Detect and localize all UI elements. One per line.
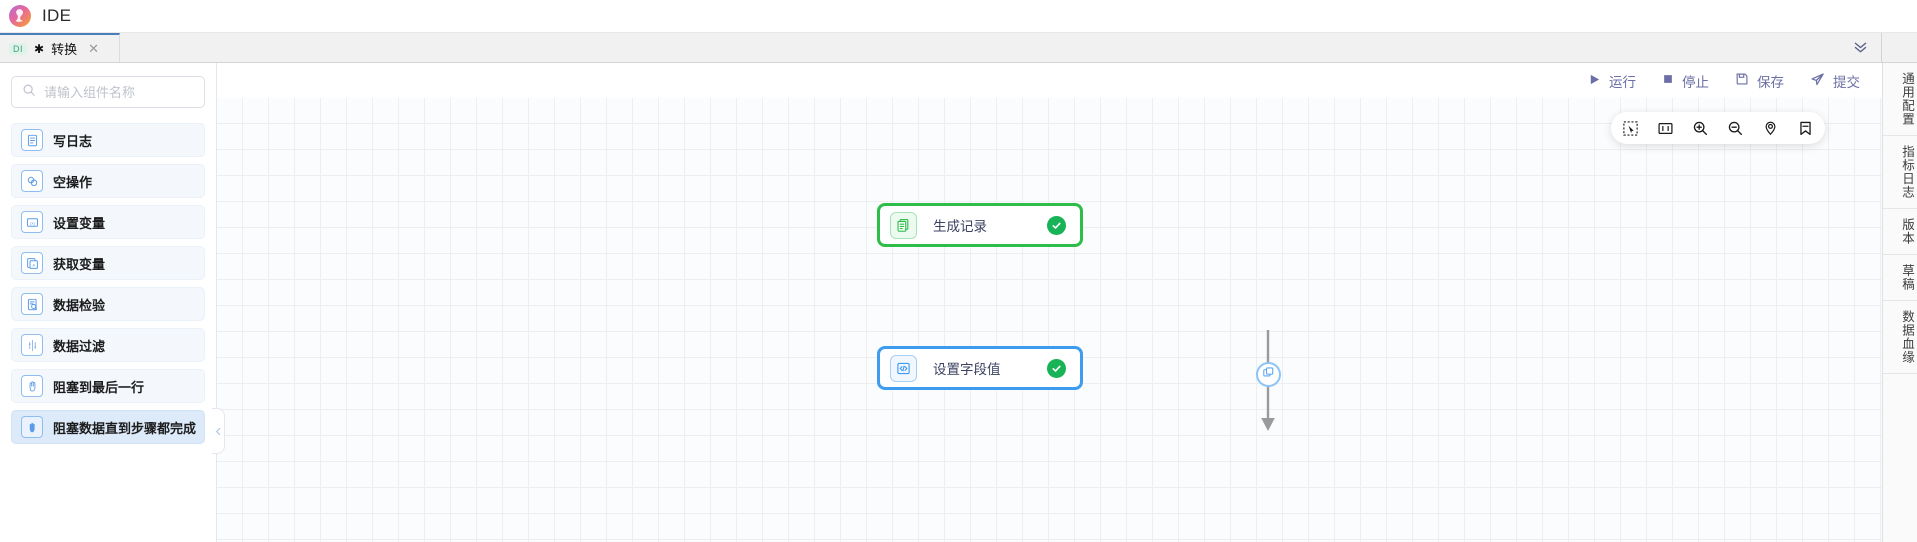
palette-item-block-until-steps-finish[interactable]: 阻塞数据直到步骤都完成 xyxy=(11,410,205,444)
tab-transform[interactable]: DI ✱ 转换 ✕ xyxy=(0,33,120,62)
rail-item-draft[interactable]: 草稿 xyxy=(1883,255,1917,301)
svg-text:(x): (x) xyxy=(30,220,35,225)
submit-button[interactable]: 提交 xyxy=(1810,71,1860,91)
palette-item-list: 写日志 空操作 (x) xyxy=(0,118,216,542)
stop-square-icon xyxy=(1662,73,1674,88)
palette-item-label: 阻塞数据直到步骤都完成 xyxy=(53,420,197,436)
document-a-icon: A xyxy=(21,252,43,274)
document-lines-icon xyxy=(21,129,43,151)
paper-plane-icon xyxy=(1810,72,1825,90)
palette-item-data-filter[interactable]: 数据过滤 xyxy=(11,328,205,362)
chevron-double-down-icon[interactable] xyxy=(1839,33,1881,62)
save-button[interactable]: 保存 xyxy=(1735,71,1784,91)
palette-item-no-op[interactable]: 空操作 xyxy=(11,164,205,198)
swirl-logo-icon xyxy=(8,4,32,28)
document-magnifier-icon xyxy=(21,293,43,315)
rail-item-general-config[interactable]: 通用配置 xyxy=(1883,63,1917,136)
palette-search-wrap xyxy=(0,63,216,118)
component-palette: 写日志 空操作 (x) xyxy=(0,63,225,542)
flow-canvas[interactable]: 生成记录 xyxy=(217,98,1882,542)
flow-node-set-field-value[interactable]: 设置字段值 xyxy=(877,346,1083,390)
tab-modified-indicator: ✱ xyxy=(34,41,45,56)
flow-node-generate-record[interactable]: 生成记录 xyxy=(877,203,1083,247)
code-brackets-icon xyxy=(890,354,917,382)
palette-item-write-log[interactable]: 写日志 xyxy=(11,123,205,157)
stop-button[interactable]: 停止 xyxy=(1662,71,1709,91)
check-circle-icon xyxy=(1047,358,1066,378)
submit-button-label: 提交 xyxy=(1833,74,1860,90)
search-box[interactable] xyxy=(11,76,205,108)
palette-item-label: 数据过滤 xyxy=(53,338,106,354)
fit-to-screen-icon[interactable] xyxy=(1655,118,1676,139)
hand-stop-icon xyxy=(21,375,43,397)
flow-node-label: 生成记录 xyxy=(933,219,987,234)
play-icon xyxy=(1588,73,1601,89)
palette-item-label: 写日志 xyxy=(53,133,93,149)
rail-item-version[interactable]: 版本 xyxy=(1883,209,1917,255)
palette-item-label: 数据检验 xyxy=(53,297,106,313)
palette-item-data-validation[interactable]: 数据检验 xyxy=(11,287,205,321)
palette-item-set-variable[interactable]: (x) 设置变量 xyxy=(11,205,205,239)
variable-box-icon: (x) xyxy=(21,211,43,233)
tab-bar: DI ✱ 转换 ✕ xyxy=(0,33,1917,63)
rail-item-data-lineage[interactable]: 数据血缘 xyxy=(1883,301,1917,374)
palette-item-label: 设置变量 xyxy=(53,215,106,231)
editor-area: 运行 停止 保存 xyxy=(217,63,1882,542)
close-icon[interactable]: ✕ xyxy=(88,40,99,56)
save-button-label: 保存 xyxy=(1757,74,1784,90)
main-body: 写日志 空操作 (x) xyxy=(0,63,1917,542)
palette-item-get-variable[interactable]: A 获取变量 xyxy=(11,246,205,280)
zoom-in-icon[interactable] xyxy=(1690,118,1711,139)
check-circle-icon xyxy=(1047,215,1066,235)
chevron-left-icon[interactable] xyxy=(212,408,225,454)
palette-item-label: 空操作 xyxy=(53,174,93,190)
action-toolbar: 运行 停止 保存 xyxy=(217,63,1882,98)
tab-bar-spacer xyxy=(120,33,1839,62)
filter-icon xyxy=(21,334,43,356)
tab-bar-rail-gap xyxy=(1882,33,1917,62)
search-icon xyxy=(22,83,36,102)
right-sidebar-rail: 通用配置 指标日志 版本 草稿 数据血缘 xyxy=(1882,63,1917,542)
tab-type-badge: DI xyxy=(9,42,27,55)
run-button[interactable]: 运行 xyxy=(1588,71,1636,91)
bookmark-minus-icon[interactable] xyxy=(1795,118,1816,139)
overlapping-circles-icon xyxy=(21,170,43,192)
palette-item-label: 阻塞到最后一行 xyxy=(53,379,145,395)
edge-badge[interactable] xyxy=(1256,362,1281,387)
canvas-toolbar xyxy=(1611,112,1825,144)
rail-item-metric-log[interactable]: 指标日志 xyxy=(1883,136,1917,209)
palette-item-label: 获取变量 xyxy=(53,256,106,272)
svg-text:A: A xyxy=(32,262,35,267)
title-bar: IDE xyxy=(0,0,1917,33)
floppy-save-icon xyxy=(1735,72,1749,89)
zoom-out-icon[interactable] xyxy=(1725,118,1746,139)
stop-button-label: 停止 xyxy=(1682,74,1709,90)
run-button-label: 运行 xyxy=(1609,74,1636,90)
tab-bar-divider xyxy=(1881,33,1882,62)
flow-node-label: 设置字段值 xyxy=(933,362,1001,377)
palette-item-block-until-last-row[interactable]: 阻塞到最后一行 xyxy=(11,369,205,403)
app-title: IDE xyxy=(42,6,72,25)
marquee-select-icon[interactable] xyxy=(1620,118,1641,139)
hand-filled-icon xyxy=(21,416,43,438)
locate-pin-icon[interactable] xyxy=(1760,118,1781,139)
search-input[interactable] xyxy=(44,84,194,100)
tab-label: 转换 xyxy=(51,42,78,57)
copy-layers-icon xyxy=(1262,366,1275,384)
copy-documents-icon xyxy=(890,211,917,239)
